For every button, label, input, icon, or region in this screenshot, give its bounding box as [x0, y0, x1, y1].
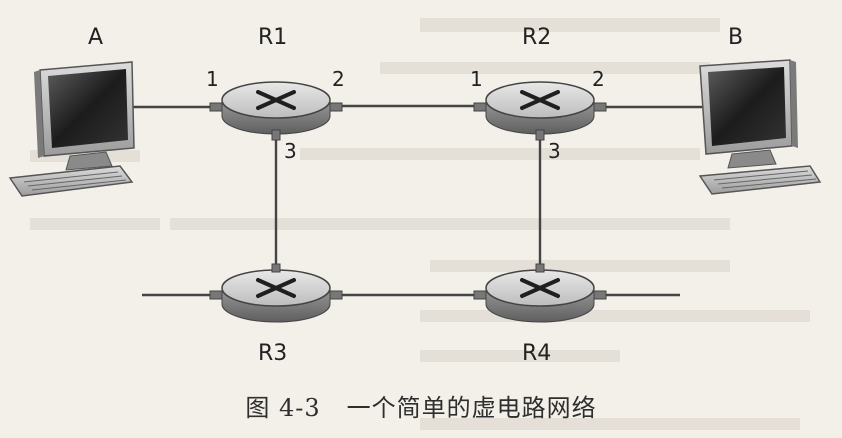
r1-interface-3-label: 3: [284, 139, 297, 163]
host-a-computer-icon: [8, 61, 135, 197]
links: [128, 104, 706, 297]
host-a-label: A: [88, 25, 103, 50]
router-r4-icon: [473, 263, 607, 323]
r1-interface-2-label: 2: [332, 67, 345, 91]
router-r2-icon: [473, 81, 607, 141]
figure-caption: 图 4-3 一个简单的虚电路网络: [0, 388, 842, 423]
host-b-label: B: [728, 25, 743, 50]
r2-interface-3-label: 3: [548, 139, 561, 163]
r2-interface-2-label: 2: [592, 67, 605, 91]
router-r4-label: R4: [522, 341, 551, 366]
router-r3-icon: [209, 263, 343, 323]
r2-interface-1-label: 1: [470, 67, 483, 91]
figure-number: 图 4-3: [245, 394, 321, 422]
router-r3-label: R3: [258, 341, 287, 366]
router-r1-icon: [209, 81, 343, 141]
r1-interface-1-label: 1: [206, 67, 219, 91]
router-r2-label: R2: [522, 25, 551, 50]
host-b-computer-icon: [698, 59, 822, 195]
router-r1-label: R1: [258, 25, 287, 50]
figure-title: 一个简单的虚电路网络: [346, 394, 597, 422]
